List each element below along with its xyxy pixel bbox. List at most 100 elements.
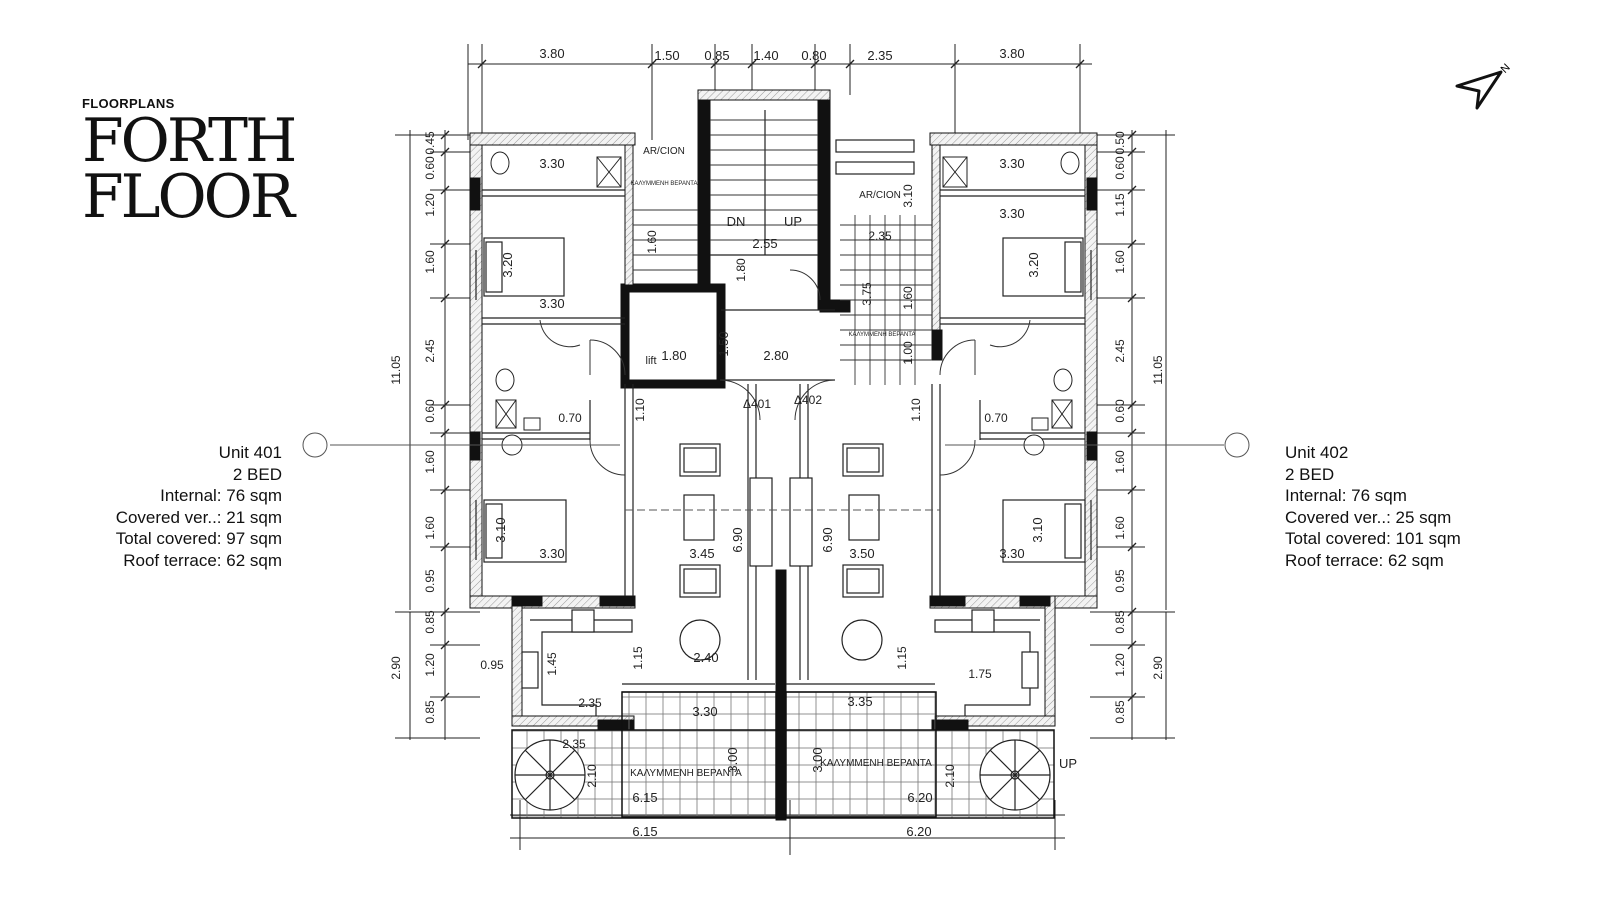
unit-internal-area: Internal: 76 sqm [1285, 486, 1407, 505]
stair-direction-label: DN [727, 214, 746, 229]
veranda-tiles-right [786, 692, 936, 817]
dim-label: 11.05 [389, 355, 403, 384]
unit-total-covered: Total covered: 101 sqm [1285, 529, 1461, 548]
room-dim-label: 1.15 [631, 646, 645, 670]
room-dim-label: 1.80 [661, 348, 686, 363]
room-dim-label: 1.80 [734, 258, 748, 282]
room-dim-label: 3.30 [999, 156, 1024, 171]
stair-treads [633, 119, 932, 385]
room-dim-label: 3.30 [539, 296, 564, 311]
unit-name: Unit 402 [1285, 443, 1349, 462]
dim-label: 3.80 [539, 46, 564, 61]
veranda-label: ΚΑΛΥΜΜΕΝΗ ΒΕΡΑΝΤΑ [630, 768, 742, 779]
room-labels: 3.30 3.30 3.30 3.30 3.20 3.20 3.30 3.10 … [480, 146, 1077, 805]
left-dimensions: 0.45 0.60 1.20 1.60 2.45 0.60 1.60 1.60 … [389, 131, 437, 724]
dim-label: 0.80 [801, 48, 826, 63]
living-furniture [521, 443, 1039, 689]
page-title-block: FLOORPLANS FORTH FLOOR [82, 96, 297, 232]
dim-label: 0.60 [1113, 156, 1127, 180]
dim-label: 0.45 [423, 131, 437, 155]
lift-label: lift [646, 355, 657, 367]
room-dim-label: 1.10 [633, 398, 647, 422]
room-dim-label: 3.30 [539, 546, 564, 561]
room-dim-label: 3.30 [692, 704, 717, 719]
unit-401-info: Unit 401 2 BED Internal: 76 sqm Covered … [116, 442, 282, 571]
dim-label: 2.90 [1151, 656, 1165, 680]
dim-label: 1.60 [423, 250, 437, 274]
dim-label: 0.95 [423, 569, 437, 593]
stair-direction-label: UP [784, 214, 802, 229]
dim-label: 0.85 [1113, 700, 1127, 724]
dim-label: 1.20 [423, 653, 437, 677]
unit-beds: 2 BED [1285, 464, 1335, 484]
dim-label: 0.85 [1113, 610, 1127, 634]
unit-marker: Δ401 [743, 397, 771, 411]
unit-name: Unit 401 [218, 443, 282, 462]
room-dim-label: 1.60 [645, 230, 659, 254]
dim-label: 1.50 [654, 48, 679, 63]
dim-label: 6.20 [906, 824, 931, 839]
room-dim-label: 2.10 [943, 764, 957, 788]
dim-label: 1.60 [423, 516, 437, 540]
unit-beds: 2 BED [232, 464, 282, 484]
room-dim-label: 6.90 [730, 527, 745, 552]
room-dim-label: 1.75 [968, 667, 992, 681]
room-dim-label: 3.10 [493, 517, 508, 542]
page-title-line2: FLOOR [82, 162, 295, 232]
dim-label: 0.50 [1113, 131, 1127, 155]
spiral-stair-right [979, 739, 1051, 811]
dim-label: 1.60 [1113, 250, 1127, 274]
room-dim-label: 0.95 [480, 658, 504, 672]
dim-label: 1.15 [1113, 193, 1127, 217]
room-dim-label: 2.35 [868, 229, 892, 243]
unit-marker: Δ402 [794, 393, 822, 407]
veranda-label: ΚΑΛΥΜΜΕΝΗ ΒΕΡΑΝΤΑ [820, 758, 932, 769]
unit-internal-area: Internal: 76 sqm [160, 486, 282, 505]
room-dim-label: 3.00 [725, 747, 740, 772]
dim-label: 1.60 [423, 450, 437, 474]
room-dim-label: 1.45 [545, 652, 559, 676]
dim-label: 1.20 [1113, 653, 1127, 677]
room-dim-label: 2.40 [693, 650, 718, 665]
dim-label: 0.95 [1113, 569, 1127, 593]
beds [483, 237, 1086, 563]
room-dim-label: 3.10 [901, 184, 915, 208]
dim-label: 3.80 [999, 46, 1024, 61]
room-dim-label: 3.30 [999, 546, 1024, 561]
veranda-tiles-left [622, 692, 776, 817]
room-dim-label: 3.30 [539, 156, 564, 171]
room-dim-label: 2.10 [585, 764, 599, 788]
room-dim-label: 1.10 [909, 398, 923, 422]
veranda-small-label: ΚΑΛΥΜΜΕΝΗ ΒΕΡΑΝΤΑ [630, 181, 697, 187]
room-dim-label: 3.45 [689, 546, 714, 561]
dim-label: 0.85 [423, 700, 437, 724]
room-dim-label: 1.15 [895, 646, 909, 670]
dim-label: 1.60 [1113, 450, 1127, 474]
unit-total-covered: Total covered: 97 sqm [115, 529, 282, 548]
top-dimensions: 3.80 1.50 0.85 1.40 0.80 2.35 3.80 [539, 46, 1024, 63]
stair-direction-label: UP [1059, 756, 1077, 771]
room-dim-label: 3.20 [500, 252, 515, 277]
room-dim-label: 6.15 [632, 790, 657, 805]
room-dim-label: 3.30 [999, 206, 1024, 221]
dim-label: 0.85 [423, 610, 437, 634]
dim-label: 0.60 [423, 156, 437, 180]
unit-axis-lines [302, 432, 1250, 511]
page-title: FORTH FLOOR [82, 106, 297, 232]
bath-fixtures [490, 151, 1080, 456]
room-dim-label: 2.35 [578, 696, 602, 710]
room-dim-label: 3.35 [847, 694, 872, 709]
dim-label: 1.20 [423, 193, 437, 217]
dim-label: 2.90 [389, 656, 403, 680]
dim-label: 0.60 [423, 399, 437, 423]
unit-covered-veranda: Covered ver..: 25 sqm [1285, 507, 1452, 527]
room-dim-label: 3.00 [810, 747, 825, 772]
room-dim-label: 6.20 [907, 790, 932, 805]
unit-roof-terrace: Roof terrace: 62 sqm [1285, 550, 1444, 570]
bottom-dimensions: 6.15 6.20 [632, 824, 931, 839]
room-dim-label: 6.90 [820, 527, 835, 552]
walls [469, 89, 1098, 821]
dim-label: 1.60 [1113, 516, 1127, 540]
page-title-line1: FORTH [82, 106, 297, 176]
